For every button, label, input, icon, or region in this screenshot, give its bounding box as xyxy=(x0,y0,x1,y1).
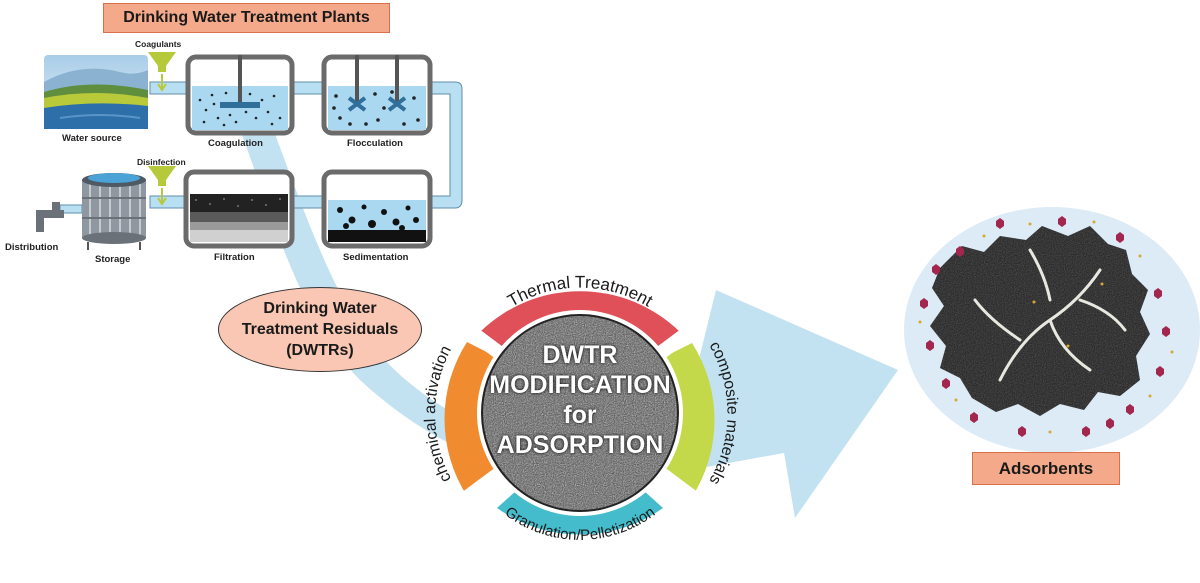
dwtr-line-3: (DWTRs) xyxy=(286,342,354,359)
center-line-1: DWTR xyxy=(542,341,618,369)
disinfection-label: Disinfection xyxy=(137,157,186,167)
filtration-label: Filtration xyxy=(214,252,255,263)
plants-title: Drinking Water Treatment Plants xyxy=(103,3,390,33)
modification-wheel xyxy=(444,291,715,535)
water-source-label: Water source xyxy=(62,133,122,144)
coagulants-label: Coagulants xyxy=(135,39,182,49)
adsorbents-label-box: Adsorbents xyxy=(972,452,1120,485)
modification-center-text: DWTR MODIFICATION for ADSORPTION xyxy=(480,330,680,470)
adsorbent-illustration xyxy=(904,207,1200,453)
coagulation-tank xyxy=(185,54,295,136)
storage-tank xyxy=(82,173,146,250)
sedimentation-tank xyxy=(321,169,433,249)
sedimentation-label: Sedimentation xyxy=(343,252,409,263)
coagulation-label: Coagulation xyxy=(208,138,263,149)
coagulants-funnel xyxy=(148,52,176,92)
dwtr-residuals-oval: Drinking Water Treatment Residuals (DWTR… xyxy=(218,287,422,372)
dwtr-line-2: Treatment Residuals xyxy=(241,321,399,338)
storage-label: Storage xyxy=(95,254,131,265)
center-line-2: MODIFICATION xyxy=(489,371,671,399)
distribution-faucet xyxy=(36,202,64,232)
dwtr-line-1: Drinking Water xyxy=(263,300,377,317)
filtration-tank xyxy=(183,169,295,249)
adsorbents-flow-arrow xyxy=(690,290,898,518)
distribution-label: Distribution xyxy=(5,242,59,253)
disinfection-funnel xyxy=(148,166,176,206)
center-line-3: for xyxy=(563,401,597,429)
flocculation-label: Flocculation xyxy=(347,138,403,149)
center-line-4: ADSORPTION xyxy=(496,431,664,459)
flocculation-tank xyxy=(321,54,433,136)
water-source-image xyxy=(44,55,148,129)
